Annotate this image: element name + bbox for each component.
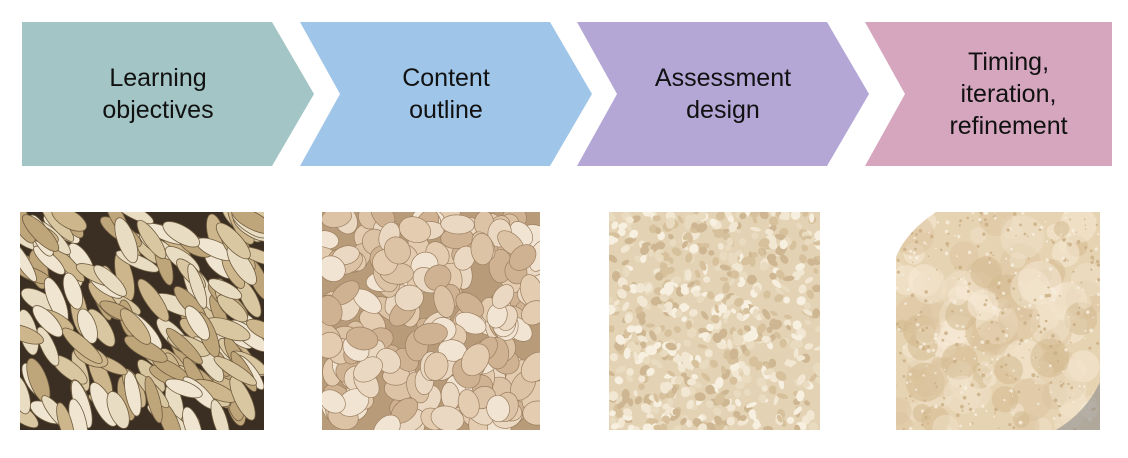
chevron-shape — [865, 22, 1112, 166]
step-label: Content outline — [402, 64, 490, 124]
rolled-oats-image — [322, 212, 540, 430]
chevron-shape — [22, 22, 314, 166]
step-content-outline: Content outline — [300, 22, 592, 166]
step-assessment-design: Assessment design — [577, 22, 869, 166]
chevron-shape — [577, 22, 869, 166]
step-label: Timing, iteration, refinement — [949, 48, 1068, 140]
step-label: Assessment design — [654, 64, 792, 124]
step-learning-objectives: Learning objectives — [22, 22, 314, 166]
step-label: Learning objectives — [102, 64, 214, 124]
oat-flour-image — [896, 212, 1100, 430]
quick-oats-image — [609, 212, 820, 430]
step-timing-iteration-refinement: Timing, iteration, refinement — [865, 22, 1112, 166]
whole-oat-grains-image — [20, 212, 264, 430]
process-flow: Learning objectives Content outline Asse… — [0, 0, 1128, 180]
chevron-shape — [300, 22, 592, 166]
